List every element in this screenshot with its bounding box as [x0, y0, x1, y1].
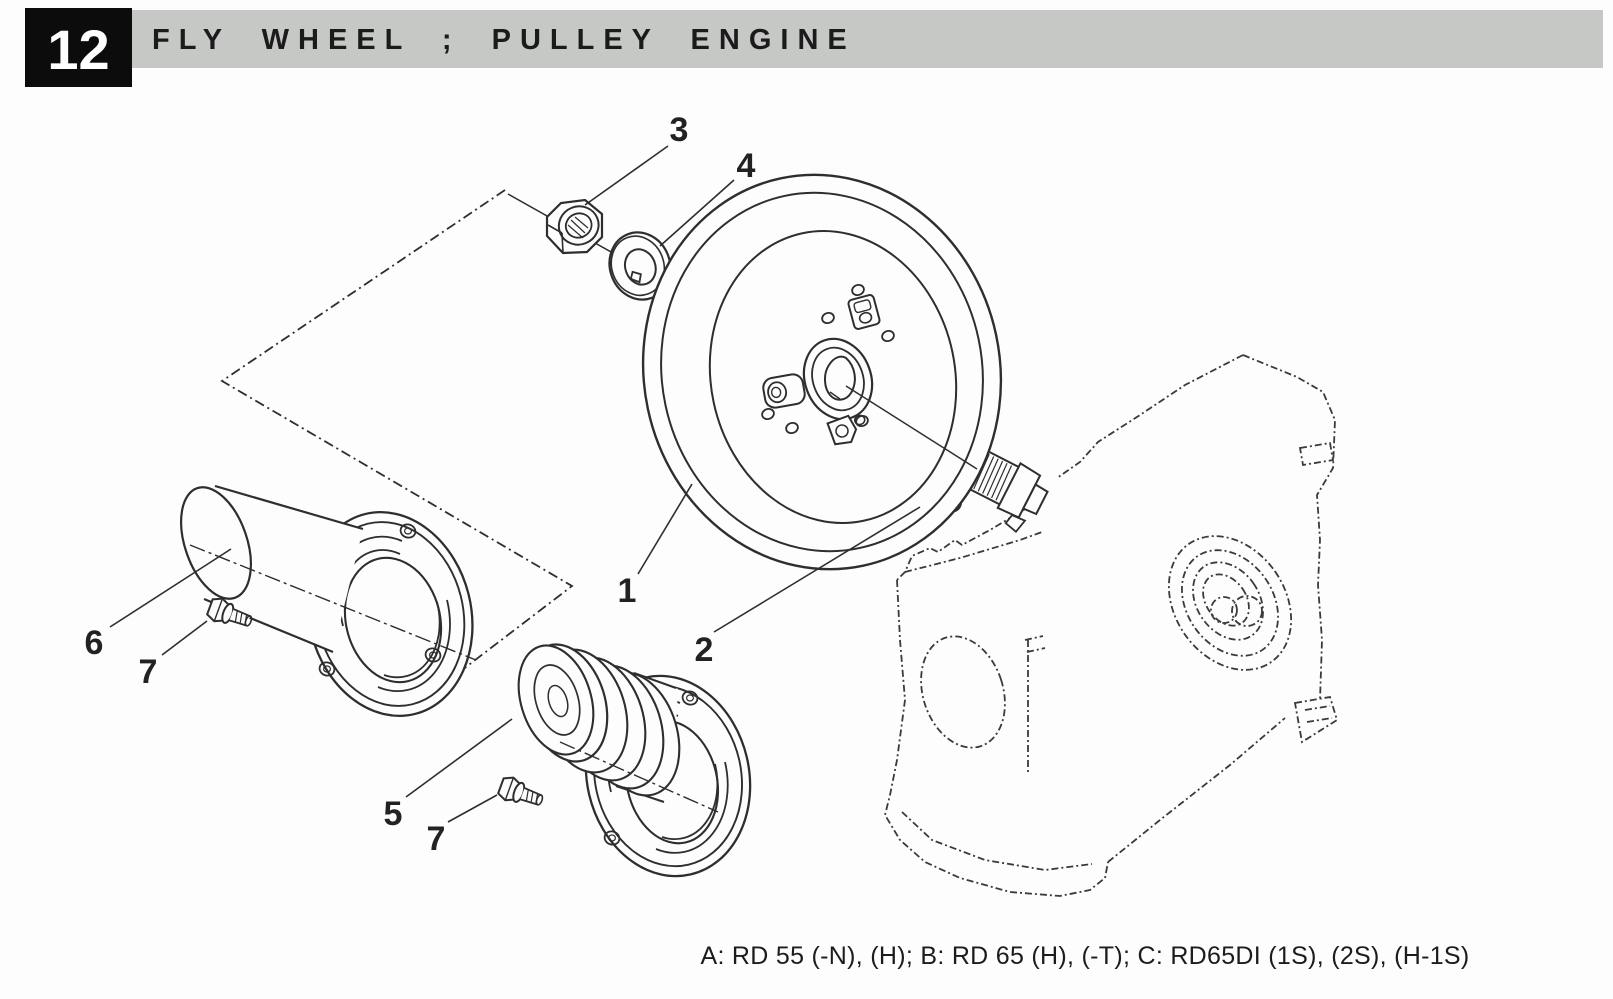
crank-bearing-boss	[1167, 535, 1293, 671]
washer-part-4	[608, 231, 672, 301]
callout-label-6: 6	[85, 624, 104, 662]
bolt-part-7b	[495, 773, 547, 814]
page-title: FLY WHEEL ; PULLEY ENGINE	[152, 24, 856, 56]
v-pulley-part-5	[517, 643, 752, 878]
callout-label-1: 1	[618, 572, 637, 610]
callout-5: 5	[384, 718, 513, 833]
callout-label-4: 4	[737, 147, 756, 185]
callout-label-7b: 7	[427, 820, 446, 858]
title-bar: FLY WHEEL ; PULLEY ENGINE	[132, 10, 1603, 68]
crank-axis-line	[845, 385, 978, 470]
callout-3: 3	[584, 111, 689, 206]
section-number-box: 12	[25, 8, 132, 87]
callout-label-3: 3	[670, 111, 689, 149]
flat-pulley-part-6	[180, 484, 477, 717]
flywheel-face-holes	[761, 283, 895, 435]
hub	[802, 337, 874, 421]
callout-label-5: 5	[384, 795, 403, 833]
balance-clip-bottom	[826, 414, 866, 446]
pulley5-centerline	[559, 741, 719, 813]
callout-label-7a: 7	[139, 653, 158, 691]
model-applicability-caption: A: RD 55 (-N), (H); B: RD 65 (H), (-T); …	[700, 942, 1470, 970]
flywheel-part-1	[641, 173, 1003, 571]
callout-2: 2	[695, 506, 921, 669]
phantom-plane-outline	[220, 189, 574, 707]
pulley6-centerline	[189, 544, 477, 661]
callout-1: 1	[618, 483, 693, 610]
callout-label-2: 2	[695, 631, 714, 669]
hub-boss-left	[762, 373, 806, 409]
engine-block	[884, 354, 1339, 897]
callout-7b: 7	[427, 794, 498, 858]
callout-7a: 7	[139, 620, 208, 691]
nut-part-3	[545, 198, 604, 255]
section-number: 12	[47, 18, 110, 81]
ignition-clip-top	[847, 294, 881, 330]
callout-4: 4	[659, 147, 756, 247]
callout-6: 6	[85, 548, 232, 662]
